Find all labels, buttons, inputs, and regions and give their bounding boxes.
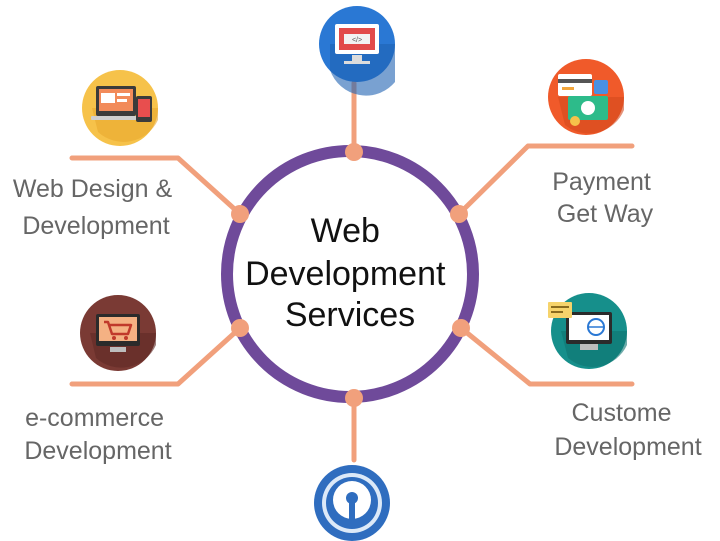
web-monitor-code-icon: </> (319, 6, 395, 96)
connectors (69, 80, 635, 463)
custom-development-monitor-icon (548, 293, 627, 369)
dot-web-design (231, 205, 249, 223)
web-design-devices-icon (82, 70, 158, 146)
code-glyph: </> (352, 37, 362, 44)
ecommerce-cart-icon (80, 295, 156, 371)
dot-payment (450, 205, 468, 223)
payment-card-cash-icon (548, 59, 624, 135)
dot-top (345, 143, 363, 161)
center-title: Web Development Services (245, 212, 455, 334)
label-custom: Custome Development (554, 399, 701, 461)
dot-ecommerce (231, 319, 249, 337)
connector-custom (458, 325, 635, 387)
label-ecommerce-line-2: Development (24, 437, 171, 465)
center-title-line-1: Web (311, 212, 380, 250)
label-web-design-line-1: Web Design & (13, 175, 173, 203)
label-web-design: Web Design & Development (13, 175, 179, 240)
dot-custom (452, 319, 470, 337)
connector-ecommerce (69, 325, 243, 387)
label-custom-line-1: Custome (572, 399, 672, 427)
dot-bottom (345, 389, 363, 407)
label-payment: Payment Get Way (552, 168, 658, 228)
label-custom-line-2: Development (554, 433, 701, 461)
label-payment-line-1: Payment (552, 168, 651, 196)
connector-web-design (69, 155, 243, 217)
label-ecommerce: e-commerce Development (24, 404, 171, 465)
secure-lock-icon (314, 465, 390, 541)
connector-payment (456, 143, 635, 217)
label-payment-line-2: Get Way (557, 200, 654, 228)
label-ecommerce-line-1: e-commerce (25, 404, 164, 432)
center-title-line-2: Development (245, 255, 446, 293)
connector-dots (231, 143, 470, 407)
center-title-line-3: Services (285, 296, 415, 334)
label-web-design-line-2: Development (22, 212, 169, 240)
